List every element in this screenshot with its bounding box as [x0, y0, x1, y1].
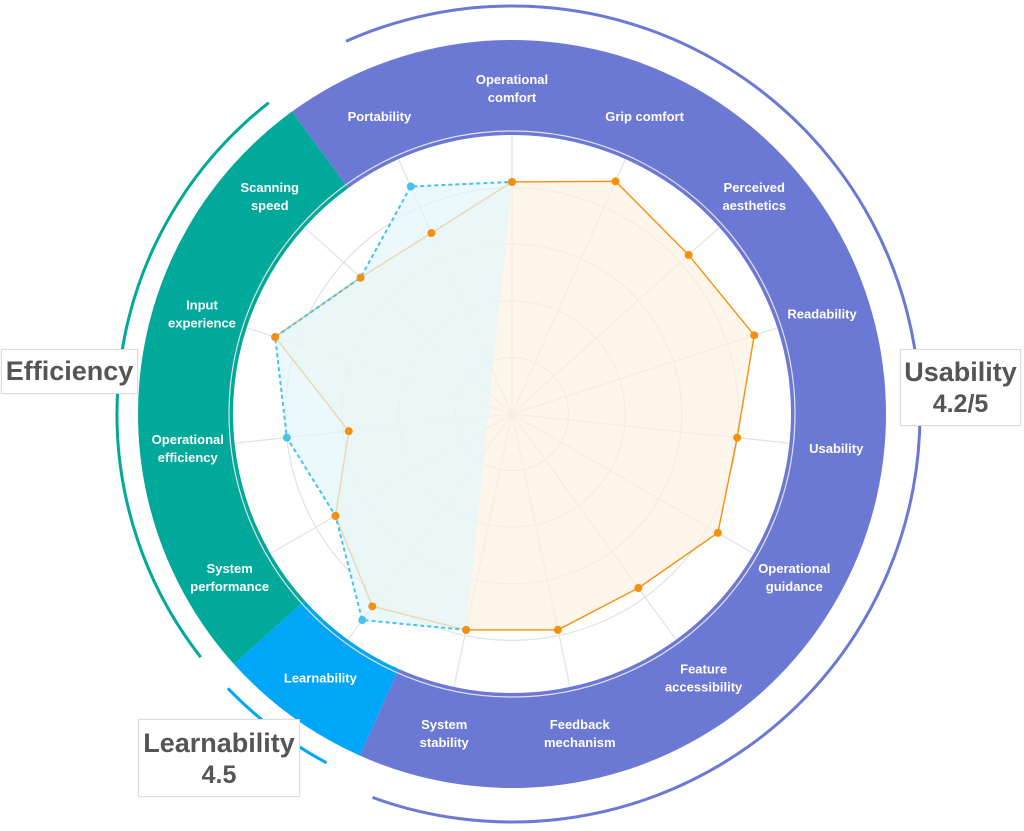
axis-label: Perceived aesthetics	[722, 180, 786, 213]
axis-label: Usability	[809, 441, 864, 456]
axis-label-line: aesthetics	[722, 198, 786, 213]
axis-label: Grip comfort	[605, 109, 684, 124]
learnability-callout: Learnability 4.5	[138, 719, 300, 797]
data-point	[331, 511, 340, 520]
axis-label-line: Operational	[152, 432, 224, 447]
axis-label-line: accessibility	[665, 680, 743, 695]
axis-label-line: mechanism	[544, 735, 616, 750]
learnability-callout-value: 4.5	[201, 761, 237, 789]
axis-label-line: Grip comfort	[605, 109, 684, 124]
series-area	[275, 181, 512, 630]
axis-label-line: stability	[420, 735, 470, 750]
data-point	[750, 331, 759, 340]
data-point	[271, 333, 280, 342]
data-point	[344, 427, 353, 436]
axis-label-line: efficiency	[158, 450, 219, 465]
axis-label-line: Operational	[476, 72, 548, 87]
category-band-usability	[292, 40, 886, 789]
axis-label-line: experience	[168, 315, 236, 330]
axis-label: Input experience	[168, 297, 236, 330]
axis-label-line: System	[421, 717, 467, 732]
axis-label-line: performance	[190, 579, 269, 594]
axis-label-line: Input	[186, 297, 218, 312]
data-point	[508, 177, 516, 186]
axis-label-line: Perceived	[724, 180, 785, 195]
axis-label-line: Operational	[758, 561, 830, 576]
series-line	[274, 180, 513, 631]
axis-label-line: System	[207, 561, 253, 576]
axis-label: Scanning speed	[240, 180, 299, 213]
category-band-learnability	[234, 600, 399, 756]
axis-label-line: Usability	[809, 441, 864, 456]
category-band-efficiency	[138, 111, 349, 665]
axis-label: Feedback mechanism	[544, 717, 616, 750]
data-point	[684, 250, 693, 259]
axis-label: Operational guidance	[758, 561, 830, 594]
data-point	[406, 182, 415, 191]
data-point	[368, 602, 377, 611]
axis-label-line: guidance	[766, 579, 823, 594]
data-point	[733, 433, 742, 442]
axis-label: System stability	[420, 717, 470, 750]
data-point	[462, 625, 471, 634]
axis-label-line: speed	[251, 198, 289, 213]
usability-callout-title: Usability	[904, 357, 1017, 387]
axis-label: System performance	[190, 561, 269, 594]
axis-label: Operational comfort	[476, 72, 548, 105]
data-point	[427, 229, 436, 238]
data-point	[356, 273, 365, 282]
axis-label-line: Portability	[348, 109, 412, 124]
axis-label-line: Readability	[787, 306, 857, 321]
data-point	[634, 584, 643, 593]
usability-callout: Usability 4.2/5	[900, 349, 1021, 426]
axis-label-line: Feedback	[550, 717, 611, 732]
data-point	[611, 177, 620, 186]
efficiency-callout-title: Efficiency	[5, 356, 134, 386]
axis-label-line: Feature	[680, 662, 727, 677]
axis-label-line: comfort	[488, 90, 537, 105]
data-point	[282, 433, 291, 442]
data-point	[713, 528, 722, 537]
data-point	[358, 616, 367, 625]
learnability-callout-title: Learnability	[143, 728, 295, 758]
axis-label: Portability	[348, 109, 412, 124]
usability-callout-value: 4.2/5	[932, 390, 989, 418]
axis-label: Operational efficiency	[152, 432, 224, 465]
axis-label: Learnability	[284, 671, 358, 686]
axis-label: Feature accessibility	[665, 662, 743, 695]
axis-label: Readability	[787, 306, 857, 321]
axis-label-line: Learnability	[284, 671, 358, 686]
data-point	[553, 625, 562, 634]
axis-label-line: Scanning	[240, 180, 299, 195]
grid-ring	[228, 130, 796, 698]
efficiency-callout: Efficiency	[1, 349, 138, 394]
